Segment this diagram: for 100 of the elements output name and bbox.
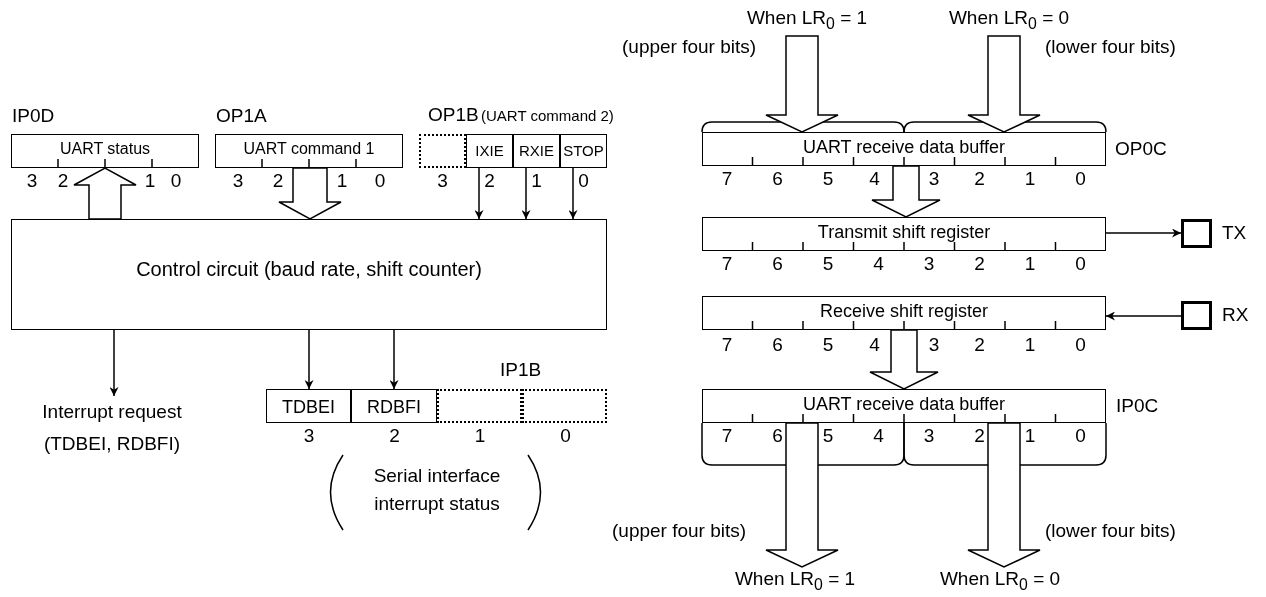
bit-number: 2 bbox=[388, 425, 401, 447]
bit-number: 1 bbox=[144, 170, 156, 192]
bit-number: 1 bbox=[1024, 334, 1036, 356]
bit-number: 6 bbox=[771, 168, 784, 190]
condition-label: When LR$_{0}$ = 1 bbox=[730, 567, 860, 597]
arrow bbox=[389, 329, 399, 390]
bit-number: 0 bbox=[1074, 168, 1087, 190]
bit-number: 7 bbox=[721, 253, 733, 275]
bit-number: 0 bbox=[1074, 253, 1087, 275]
bit-number: 2 bbox=[973, 168, 986, 190]
bit-number: 5 bbox=[822, 253, 834, 275]
bit-number: 2 bbox=[272, 170, 284, 192]
bit-cell bbox=[466, 134, 513, 168]
bit-number: 3 bbox=[928, 334, 940, 356]
hollow-arrow bbox=[765, 422, 839, 568]
register-name: OP1B bbox=[428, 104, 479, 126]
bit-cell bbox=[266, 389, 351, 423]
hollow-arrow bbox=[871, 165, 941, 218]
bit-number: 0 bbox=[559, 425, 572, 447]
register-name: OP1A bbox=[216, 105, 267, 127]
bit-number: 3 bbox=[232, 170, 244, 192]
pin-label: RX bbox=[1222, 304, 1249, 326]
bit-number: 0 bbox=[577, 170, 590, 192]
register-label: UART command 1 bbox=[242, 140, 376, 158]
bit-number: 3 bbox=[928, 168, 940, 190]
condition-label: When LR$_{0}$ = 1 bbox=[742, 6, 872, 36]
arrow bbox=[568, 167, 578, 220]
bit-number: 1 bbox=[1024, 168, 1036, 190]
bit-name: STOP bbox=[562, 142, 605, 159]
bit-number: 4 bbox=[868, 168, 881, 190]
register-box bbox=[702, 217, 1106, 251]
arrow bbox=[109, 329, 119, 397]
note-text: (lower four bits) bbox=[1045, 520, 1176, 542]
arrow bbox=[474, 167, 484, 220]
bit-name: IXIE bbox=[474, 142, 505, 159]
bit-number: 5 bbox=[822, 334, 834, 356]
bit-number: 0 bbox=[170, 170, 182, 192]
bit-cell bbox=[513, 134, 560, 168]
bit-number: 2 bbox=[973, 253, 986, 275]
control-circuit-box bbox=[11, 219, 607, 330]
bit-number: 3 bbox=[26, 170, 38, 192]
register-box bbox=[702, 132, 1106, 166]
bit-number: 4 bbox=[872, 425, 885, 447]
unused-bit-cell bbox=[522, 389, 607, 423]
bit-number: 4 bbox=[868, 334, 881, 356]
hollow-arrow bbox=[73, 167, 137, 220]
box-label: Control circuit (baud rate, shift counter) bbox=[135, 258, 483, 281]
note-text: (upper four bits) bbox=[622, 36, 757, 58]
bit-number: 2 bbox=[57, 170, 69, 192]
bit-number: 3 bbox=[923, 425, 935, 447]
bit-number: 1 bbox=[336, 170, 348, 192]
bit-number: 5 bbox=[822, 168, 834, 190]
note-text: Serial interface interrupt status bbox=[372, 464, 502, 516]
pin-terminal bbox=[1181, 301, 1212, 330]
bit-name: TDBEI bbox=[281, 397, 336, 418]
note-text: (lower four bits) bbox=[1045, 36, 1176, 58]
register-name: (UART command 2) bbox=[481, 107, 614, 124]
register-box bbox=[702, 389, 1106, 423]
bit-cell bbox=[351, 389, 437, 423]
bit-number: 3 bbox=[436, 170, 449, 192]
arrow bbox=[521, 167, 531, 220]
bit-number: 7 bbox=[721, 334, 733, 356]
output-label: Interrupt request (TDBEI, RDBFI) bbox=[22, 396, 202, 460]
bit-number: 6 bbox=[771, 253, 784, 275]
register-label: UART status bbox=[58, 140, 152, 158]
hollow-arrow bbox=[967, 35, 1041, 133]
register-name: OP0C bbox=[1115, 138, 1167, 160]
note-text: (upper four bits) bbox=[612, 520, 747, 542]
arrow bbox=[304, 329, 314, 390]
unused-bit-cell bbox=[437, 389, 522, 423]
register-name: IP0D bbox=[12, 105, 55, 127]
pin-terminal bbox=[1181, 219, 1212, 248]
bit-name: RDBFI bbox=[366, 397, 422, 418]
register-label: UART receive data buffer bbox=[801, 137, 1007, 158]
bit-number: 7 bbox=[721, 168, 733, 190]
bit-number: 1 bbox=[1024, 425, 1036, 447]
bit-number: 0 bbox=[1074, 425, 1087, 447]
bit-number: 2 bbox=[483, 170, 496, 192]
register-name: IP0C bbox=[1116, 395, 1159, 417]
bit-number: 7 bbox=[721, 425, 733, 447]
pin-label: TX bbox=[1222, 222, 1247, 244]
register-label: Transmit shift register bbox=[816, 222, 992, 243]
bit-number: 3 bbox=[923, 253, 935, 275]
bit-number: 3 bbox=[303, 425, 315, 447]
hollow-arrow bbox=[765, 35, 839, 133]
bit-number: 0 bbox=[374, 170, 386, 192]
bit-name: RXIE bbox=[518, 142, 555, 159]
bit-cell bbox=[560, 134, 607, 168]
bit-number: 1 bbox=[1024, 253, 1036, 275]
arrow bbox=[1105, 228, 1182, 238]
register-name: IP1B bbox=[500, 359, 542, 381]
register-label: UART receive data buffer bbox=[801, 394, 1007, 415]
bit-number: 5 bbox=[822, 425, 834, 447]
hollow-arrow bbox=[967, 422, 1041, 568]
bit-number: 1 bbox=[530, 170, 543, 192]
register-label: Receive shift register bbox=[818, 301, 990, 322]
bit-number: 2 bbox=[973, 425, 986, 447]
arrow bbox=[1105, 311, 1182, 321]
bit-number: 2 bbox=[973, 334, 986, 356]
bit-number: 6 bbox=[771, 334, 784, 356]
